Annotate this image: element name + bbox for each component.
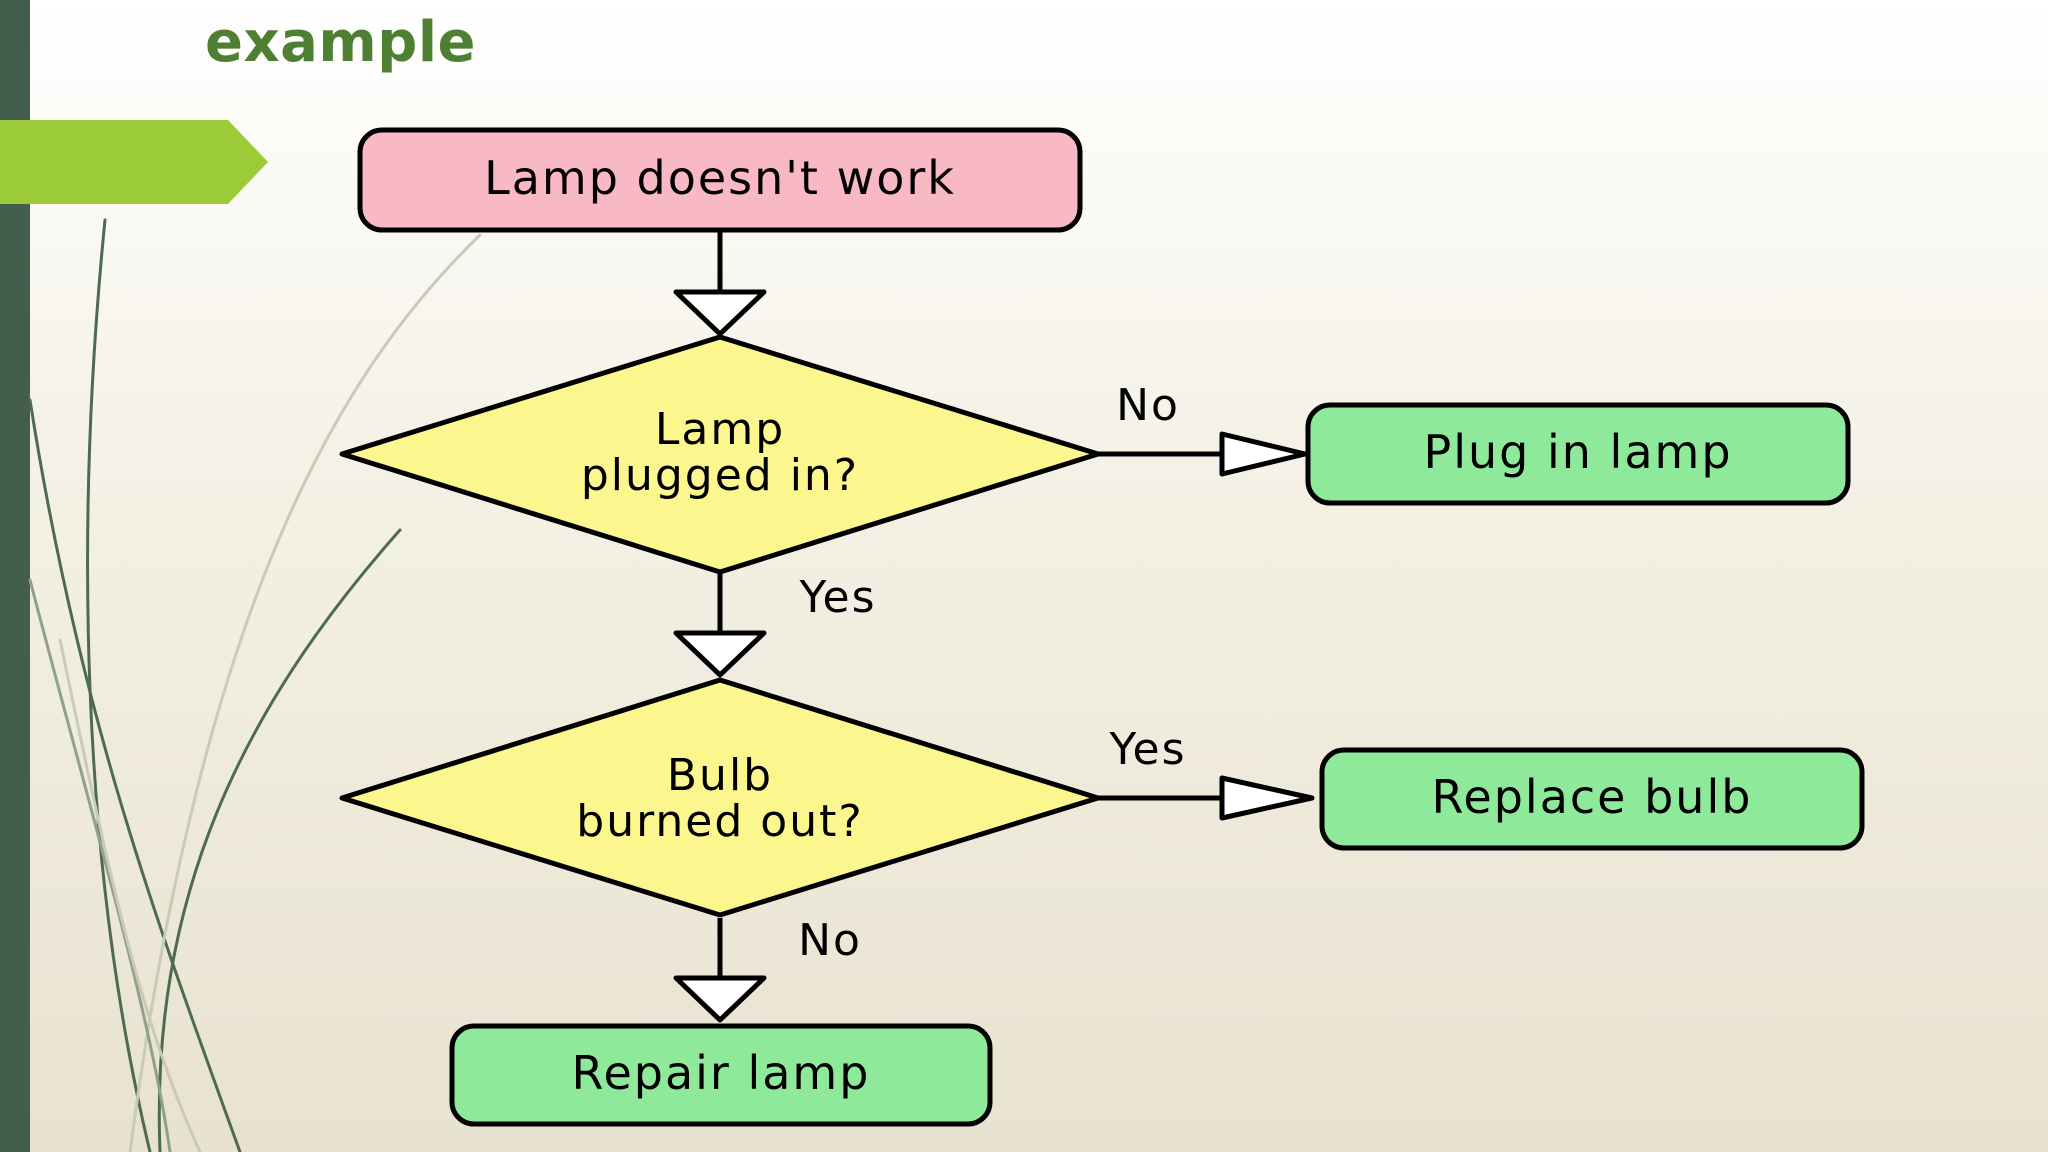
edge-label-decision1-yes: Yes [798, 572, 876, 623]
edge-label-decision1-no: No [1116, 380, 1180, 431]
edge-label-decision2-no: No [798, 915, 862, 966]
decision-bulb-burned-out: Bulb burned out? [339, 677, 1101, 918]
action-repair-lamp: Repair lamp [449, 1023, 993, 1127]
decision1-line2: plugged in? [581, 450, 859, 501]
decorative-swooshes [28, 218, 482, 1152]
start-node-label: Lamp doesn't work [484, 151, 956, 205]
decision1-line1: Lamp [655, 404, 785, 455]
action-replace-bulb: Replace bulb [1319, 747, 1865, 851]
pointer-arrow-shape [0, 120, 268, 204]
slide-title: example [205, 10, 477, 75]
start-node: Lamp doesn't work [357, 127, 1083, 233]
flow-connectors [673, 232, 1315, 1023]
action-plug-in-lamp-label: Plug in lamp [1423, 425, 1732, 479]
decision2-line2: burned out? [576, 796, 863, 847]
action-repair-lamp-label: Repair lamp [572, 1046, 871, 1100]
action-plug-in-lamp: Plug in lamp [1305, 402, 1851, 506]
action-replace-bulb-label: Replace bulb [1432, 770, 1753, 824]
decision2-line1: Bulb [667, 750, 773, 801]
edge-label-decision2-yes: Yes [1108, 724, 1186, 775]
decision-lamp-plugged-in: Lamp plugged in? [339, 334, 1101, 575]
